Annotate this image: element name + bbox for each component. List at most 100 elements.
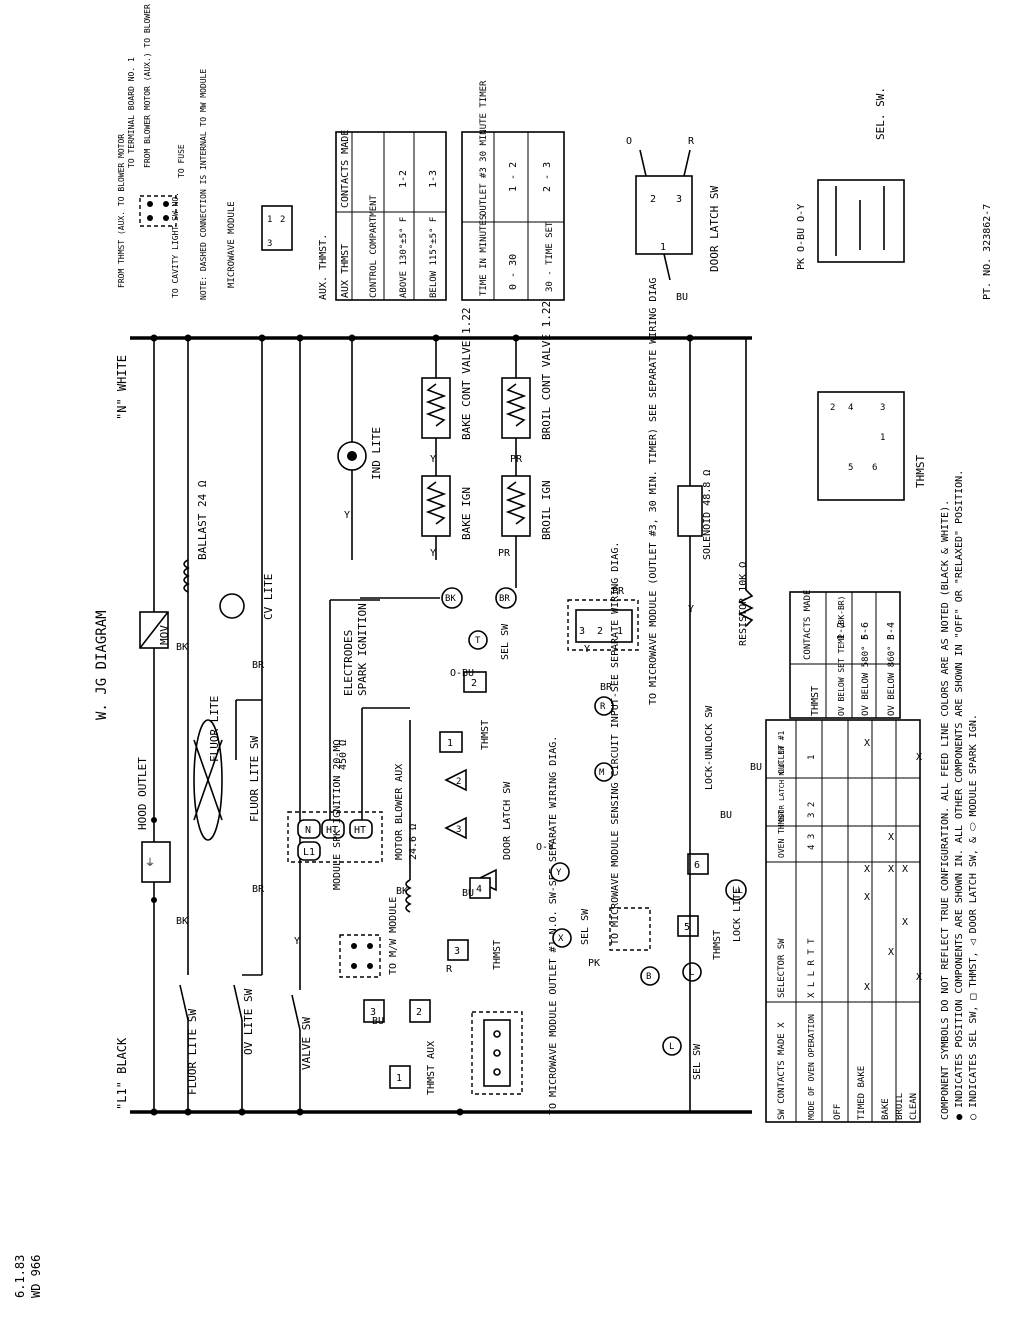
lock-unlock-sw-label: LOCK-UNLOCK SW xyxy=(704,705,715,790)
thmst-aux-label: THMST AUX xyxy=(426,1041,437,1095)
svg-text:3: 3 xyxy=(456,825,461,835)
sw-table-subheader-1: MODE OF OVEN OPERATION xyxy=(807,1014,816,1120)
svg-text:X: X xyxy=(864,738,870,749)
svg-text:X: X xyxy=(888,864,894,875)
motor-blower-aux xyxy=(405,720,412,913)
aux-thmst-detail: 321 xyxy=(261,205,293,251)
svg-text:BK: BK xyxy=(176,916,188,927)
fluor-lite-sw-label: FLUOR LITE SW xyxy=(186,1009,199,1095)
sel-sw-bottom-label: SEL SW xyxy=(692,1043,703,1080)
svg-text:R: R xyxy=(446,964,453,975)
svg-text:X: X xyxy=(888,832,894,843)
aux-table-row1-b: 1-2 xyxy=(398,170,409,188)
svg-text:Y: Y xyxy=(430,454,436,465)
svg-text:O-Y: O-Y xyxy=(536,842,554,853)
svg-text:PR: PR xyxy=(510,454,523,465)
note-3: ○ INDICATES SEL SW, □ THMST, ◁ DOOR LATC… xyxy=(968,714,979,1120)
sw-table-subheader-2: X L L R T T xyxy=(807,938,817,998)
svg-text:3: 3 xyxy=(267,239,272,249)
svg-text:BU: BU xyxy=(676,292,688,303)
svg-text:3: 3 xyxy=(454,946,460,957)
svg-text:1: 1 xyxy=(617,626,623,637)
thmst-table-row1-a: OV BELOW SET TEMP (BK-BR) xyxy=(837,596,846,716)
mov-label: MOV xyxy=(158,625,171,645)
resistor-label: RESISTOR 10K Ω xyxy=(738,562,749,646)
fluor-lite-circuit xyxy=(179,338,262,1112)
table-timer xyxy=(461,131,565,301)
thmst-table-header-2: CONTACTS MADE xyxy=(803,590,813,660)
svg-text:B: B xyxy=(646,972,651,982)
svg-text:3: 3 xyxy=(579,626,585,637)
table-sw-contacts xyxy=(765,719,921,1123)
r450-label: 450 Ω xyxy=(338,740,349,770)
svg-text:Y: Y xyxy=(344,510,350,521)
pk-obu-oy-label: PK O-BU O-Y xyxy=(796,204,807,270)
svg-text:L: L xyxy=(669,1042,674,1052)
thmst-detail-label: THMST xyxy=(914,455,927,488)
thmst-table-header-1: THMST xyxy=(810,686,821,716)
svg-text:BR: BR xyxy=(600,682,613,693)
svg-text:1: 1 xyxy=(660,242,666,253)
timer-table-row2-a: 30 - TIME SET xyxy=(545,221,555,292)
sw-table-row-off: OFF xyxy=(833,1104,843,1120)
svg-text:BU: BU xyxy=(750,762,762,773)
aux-table-header-1: AUX THMST xyxy=(340,244,351,298)
thmst-lower-2-label: THMST xyxy=(712,930,723,960)
sw-table-row-clean: CLEAN xyxy=(909,1093,919,1120)
timer-table-row1-a: 0 - 30 xyxy=(508,254,519,290)
fluor-lite-sw-2-label: FLUOR LITE SW xyxy=(248,736,261,822)
timer-table-header-2: OUTLET #3 30 MINUTE TIMER xyxy=(479,80,489,216)
lock-lite-label: LOCK LITE xyxy=(732,888,743,942)
valve-sw-label: VALVE SW xyxy=(300,1017,313,1070)
svg-text:2: 2 xyxy=(650,194,656,205)
diagram-title: W. JG DIAGRAM xyxy=(94,610,110,720)
fluor-lite-label: FLUOR LITE xyxy=(208,696,221,762)
to-mw-module-label: TO M/W MODULE xyxy=(388,897,399,975)
svg-text:Y: Y xyxy=(556,868,562,878)
svg-text:BK: BK xyxy=(445,594,456,604)
svg-text:3: 3 xyxy=(676,194,682,205)
svg-text:BU: BU xyxy=(720,810,732,821)
cv-lite-label: CV LITE xyxy=(262,574,275,620)
note-1: COMPONENT SYMBOLS DO NOT REFLECT TRUE CO… xyxy=(940,500,951,1120)
svg-text:O-BU: O-BU xyxy=(450,668,474,679)
svg-text:PK: PK xyxy=(588,958,600,969)
sw-table-row-bake: BAKE xyxy=(881,1098,891,1120)
thmst-table-row3-a: OV BELOW 860° F xyxy=(887,635,897,716)
svg-text:HT: HT xyxy=(326,825,338,836)
svg-text:3: 3 xyxy=(880,403,885,413)
mw-module-terminal-block xyxy=(139,195,177,227)
svg-text:4: 4 xyxy=(476,884,482,895)
valve-sw-circuit xyxy=(291,338,301,1112)
aux-table-col1: CONTROL COMPARTMENT xyxy=(369,194,379,298)
bake-cont-valve-label: BAKE CONT VALVE 1.22 Ω xyxy=(460,294,473,440)
svg-text:Y: Y xyxy=(688,604,694,615)
svg-text:BU: BU xyxy=(462,888,474,899)
sel-sw-lower-label: SEL SW xyxy=(580,908,591,945)
from-thmst-aux-label: FROM THMST (AUX. TO BLOWER MOTOR xyxy=(117,134,126,288)
thmst-table-row2-a: OV BELOW 580° F xyxy=(861,635,871,716)
n-label: "N" WHITE xyxy=(115,355,129,420)
bake-ign-label: BAKE IGN xyxy=(460,487,473,540)
svg-text:R: R xyxy=(600,702,606,712)
svg-text:3: 3 xyxy=(370,1007,376,1018)
broil-circuit xyxy=(501,338,531,560)
mw-outlet1-label: TO MICROWAVE MODULE OUTLET #1 N.O. SW-SE… xyxy=(548,736,559,1115)
spark-ignition-label: SPARK IGNITION xyxy=(356,603,369,696)
svg-text:BK: BK xyxy=(176,642,188,653)
thmst-lower-label: THMST xyxy=(492,940,503,970)
svg-text:6: 6 xyxy=(694,860,700,871)
thmst-center-label: THMST xyxy=(480,720,491,750)
hood-outlet-label: HOOD OUTLET xyxy=(136,757,149,830)
svg-text:2: 2 xyxy=(597,626,603,637)
mw-module-outlet3-label: TO MICROWAVE MODULE (OUTLET #3, 30 MIN. … xyxy=(648,278,659,705)
svg-text:1: 1 xyxy=(267,215,272,225)
svg-text:1: 1 xyxy=(396,1073,402,1084)
mw-note-label: NOTE: DASHED CONNECTION IS INTERNAL TO M… xyxy=(199,69,208,300)
note-2: ● INDICATES POSITION COMPONENTS ARE SHOW… xyxy=(954,470,965,1120)
svg-text:X: X xyxy=(864,982,870,993)
svg-text:2: 2 xyxy=(456,777,461,787)
footer-date: 6.1.83 xyxy=(13,1255,27,1298)
svg-text:X: X xyxy=(902,917,908,928)
